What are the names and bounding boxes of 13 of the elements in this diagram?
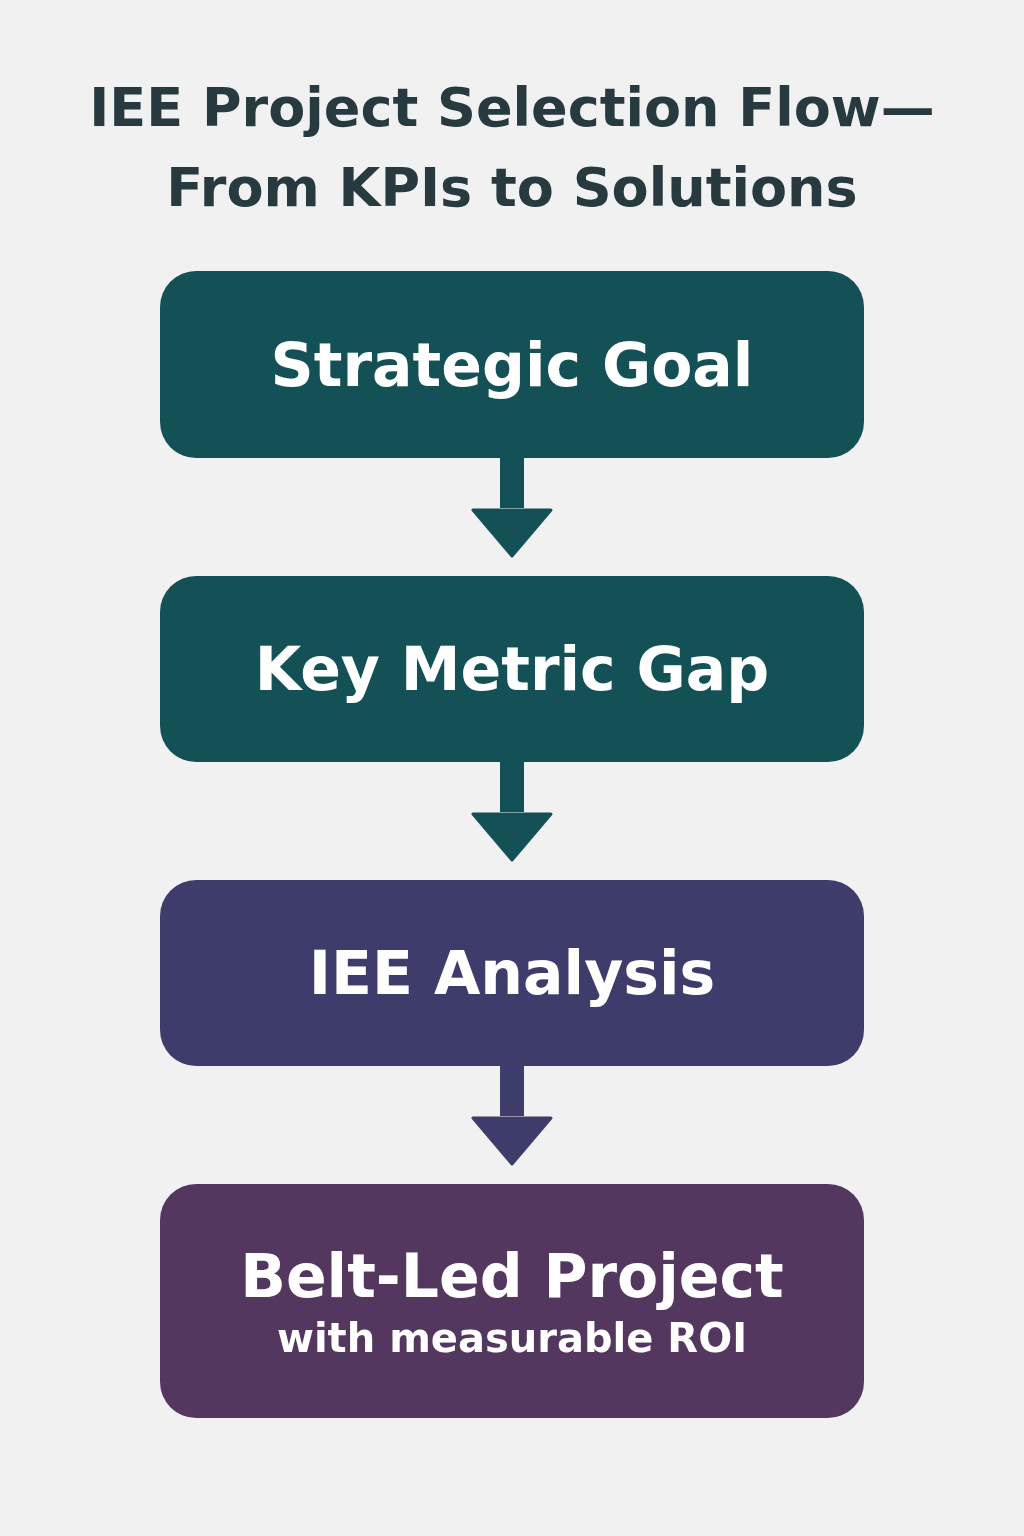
- process-box: [160, 1184, 864, 1418]
- box-title: Belt-Led Project: [240, 1240, 784, 1313]
- arrow: [471, 1066, 553, 1166]
- process-box: [160, 576, 864, 762]
- box-title: Strategic Goal: [270, 328, 754, 402]
- box-subtitle: with measurable ROI: [276, 1314, 748, 1363]
- arrow: [471, 762, 553, 862]
- process-box: [160, 271, 864, 458]
- box-title: Key Metric Gap: [254, 633, 770, 706]
- arrow: [471, 458, 553, 558]
- diagram-title: IEE Project Selection Flow—From KPIs to Solutions: [88, 75, 936, 221]
- process-box: [160, 880, 864, 1066]
- box-title: IEE Analysis: [308, 937, 716, 1010]
